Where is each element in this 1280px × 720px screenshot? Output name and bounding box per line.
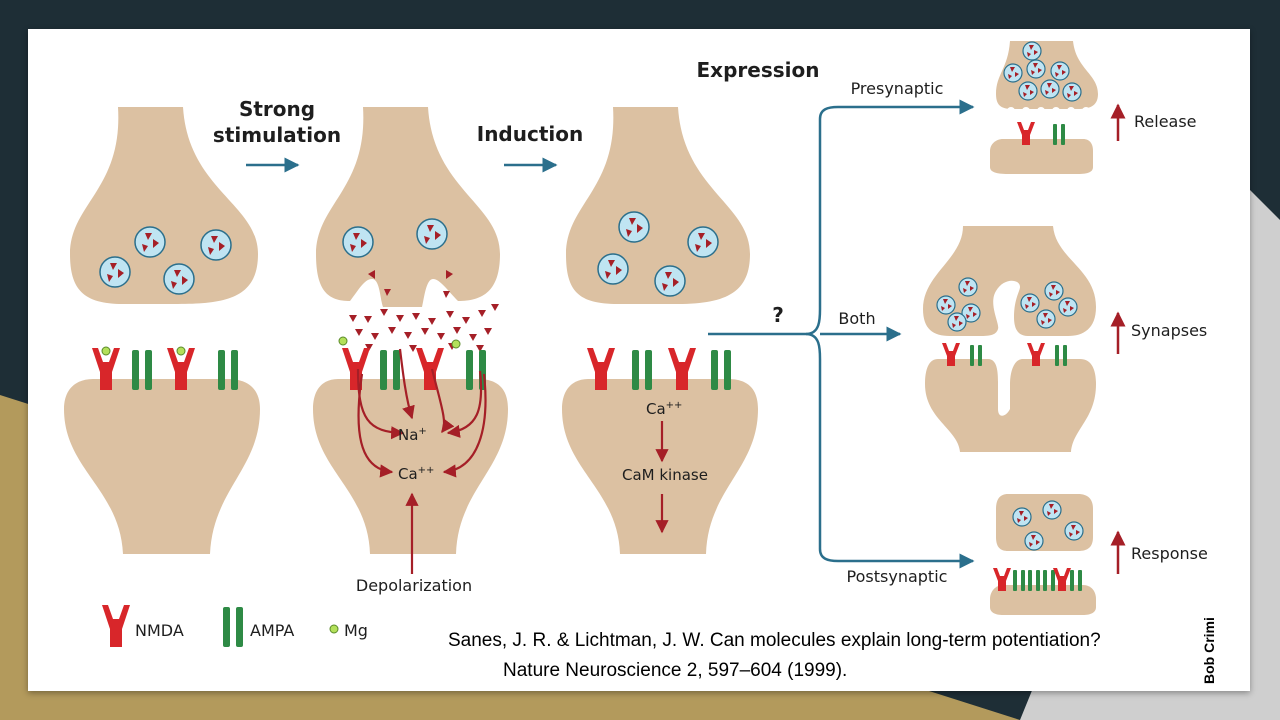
outcome-synapses: Synapses [1131, 321, 1207, 340]
vesicle [1036, 309, 1056, 329]
heading-induction: Induction [477, 122, 583, 146]
branch-both: Both [838, 309, 875, 328]
outcome-postsynaptic: Response [990, 494, 1208, 615]
ca-ion-label: Ca++ [398, 465, 434, 483]
legend-nmda: NMDA [135, 621, 184, 640]
vesicle [1042, 500, 1062, 520]
vesicle [1024, 531, 1044, 551]
slide: Strong stimulation [28, 29, 1250, 691]
vesicle [1064, 521, 1084, 541]
legend-ampa: AMPA [250, 621, 294, 640]
outcome-both: Synapses [923, 226, 1207, 452]
mg-ion [176, 346, 186, 356]
postsynaptic-spine [990, 585, 1096, 615]
vesicle [1020, 293, 1040, 313]
outcome-release: Release [1134, 112, 1197, 131]
vesicle [200, 229, 232, 261]
vesicle [342, 226, 374, 258]
vesicle [1018, 81, 1038, 101]
heading-expression: Expression [697, 58, 820, 82]
vesicle [99, 256, 131, 288]
legend-nmda-icon [102, 605, 130, 647]
postsynaptic-spine [313, 379, 508, 554]
vesicle [1012, 507, 1032, 527]
vesicle [958, 277, 978, 297]
vesicle [1044, 281, 1064, 301]
vesicle [416, 218, 448, 250]
vesicle [134, 226, 166, 258]
expression-branches [708, 99, 975, 569]
vesicle [1026, 59, 1046, 79]
na-ion-label: Na+ [398, 426, 427, 444]
branch-postsynaptic: Postsynaptic [847, 567, 948, 586]
heading-strong: Strong [239, 97, 315, 121]
postsynaptic-spine [562, 379, 758, 554]
outcome-presynaptic: Release [990, 41, 1197, 174]
vesicle [1003, 63, 1023, 83]
heading-stimulation: stimulation [213, 123, 341, 147]
illustrator-credit: Bob Crimi [1201, 617, 1217, 684]
postsynaptic-spine [925, 359, 1096, 452]
mg-ion [338, 336, 348, 346]
vesicle [687, 226, 719, 258]
synapse-stimulated: Na+ Ca++ Depolarization [313, 107, 508, 595]
mg-ion [451, 339, 461, 349]
vesicle [1022, 41, 1042, 61]
vesicle [654, 265, 686, 297]
legend-mg: Mg [344, 621, 368, 640]
ca-ion-label: Ca++ [646, 400, 682, 418]
vesicle [163, 263, 195, 295]
vesicle [1058, 297, 1078, 317]
vesicle [936, 295, 956, 315]
legend: NMDA AMPA Mg [102, 605, 368, 647]
question-mark: ? [772, 303, 784, 327]
citation-line-1: Sanes, J. R. & Lichtman, J. W. Can molec… [448, 630, 1101, 651]
vesicle [947, 312, 967, 332]
legend-ampa-icon [223, 607, 243, 647]
legend-mg-icon [329, 624, 339, 634]
ion-flow-arrows [356, 348, 487, 574]
outcome-response: Response [1131, 544, 1208, 563]
vesicle [1040, 79, 1060, 99]
vesicle [597, 253, 629, 285]
ltp-diagram: Strong stimulation [64, 41, 1217, 684]
postsynaptic-spine [64, 379, 260, 554]
vesicle [1050, 61, 1070, 81]
depolarization-label: Depolarization [356, 576, 472, 595]
postsynaptic-spine [990, 139, 1093, 174]
cam-kinase-label: CaM kinase [622, 466, 708, 484]
mg-ion [101, 346, 111, 356]
synapse-induction: Ca++ CaM kinase [562, 107, 758, 554]
presynaptic-terminal [316, 107, 500, 307]
citation-line-2: Nature Neuroscience 2, 597–604 (1999). [503, 660, 847, 681]
vesicle [618, 211, 650, 243]
vesicle [1062, 82, 1082, 102]
branch-presynaptic: Presynaptic [851, 79, 944, 98]
synapse-resting [64, 107, 260, 554]
